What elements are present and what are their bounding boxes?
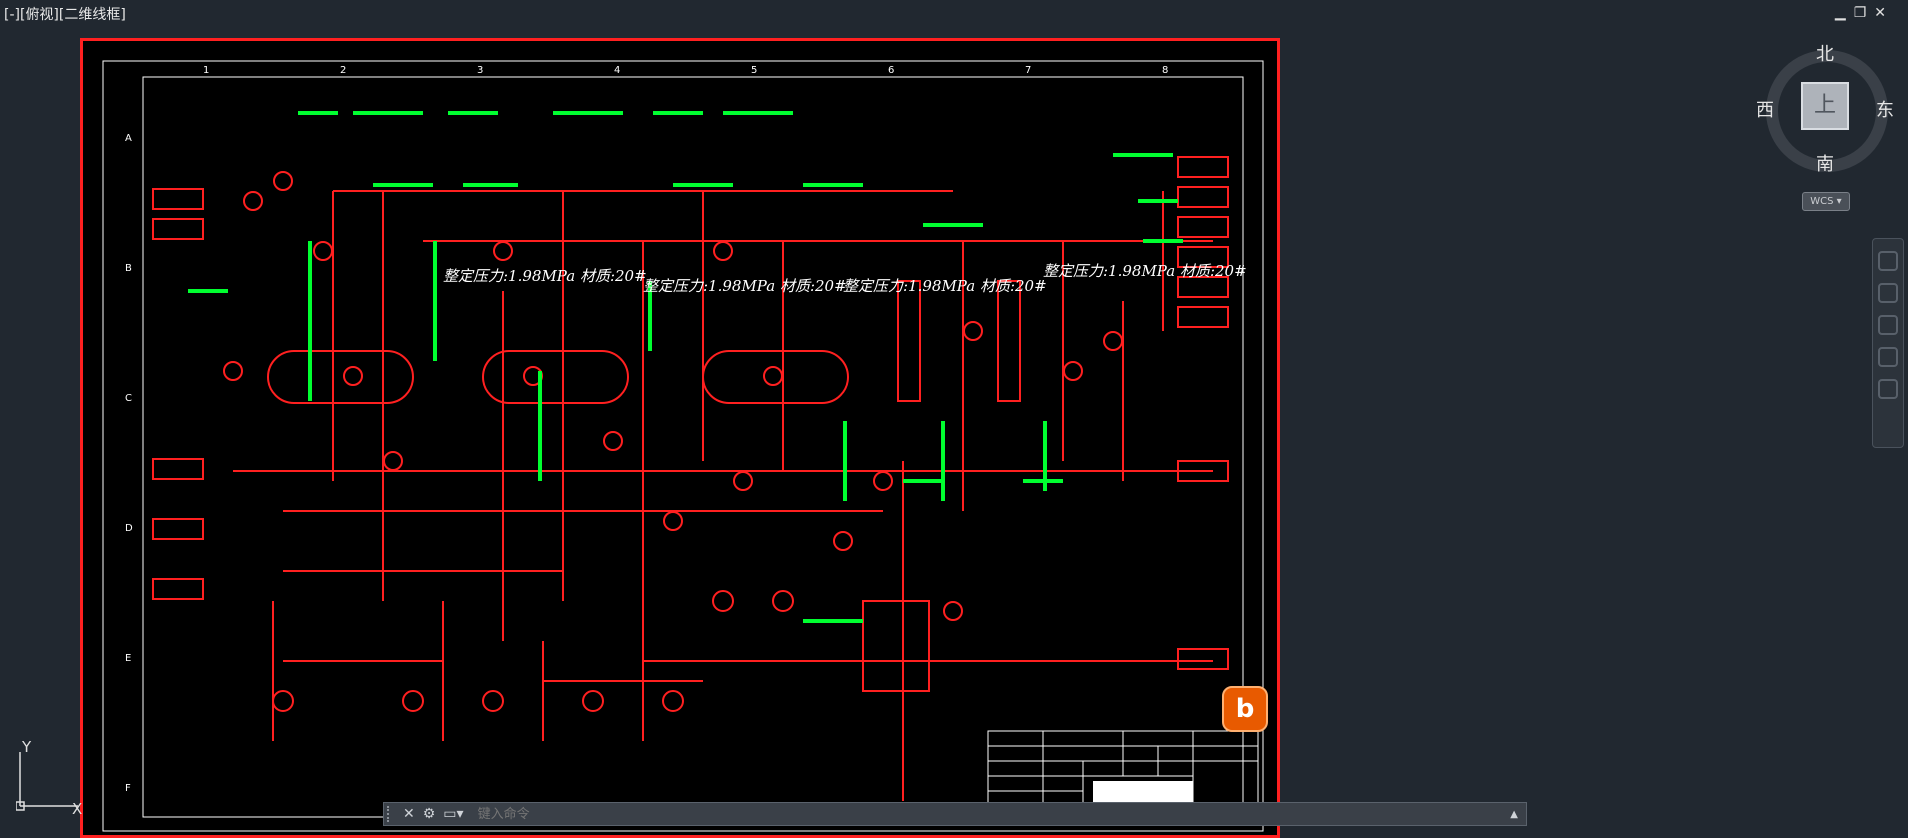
steering-wheel-icon[interactable] [1878, 251, 1898, 271]
viewport-window-controls: ▁ ❐ ✕ [1835, 6, 1886, 20]
minimize-icon[interactable]: ▁ [1834, 5, 1846, 21]
drawing-note-3: 整定压力:1.98MPa 材质:20# [843, 277, 1047, 295]
wrench-icon[interactable]: ⚙ [422, 806, 436, 822]
grid-column-label: 4 [614, 65, 620, 76]
command-input[interactable] [475, 805, 1511, 823]
drag-handle[interactable] [387, 806, 395, 822]
grid-row-label: D [125, 523, 133, 534]
drawing-note-4: 整定压力:1.98MPa 材质:20# [1043, 262, 1247, 280]
grid-row-label: F [125, 783, 131, 794]
restore-icon[interactable]: ❐ [1853, 5, 1867, 21]
command-line: ✕ ⚙ ▭▾ ▲ [383, 802, 1527, 826]
pid-diagram: 1 2 3 4 5 6 7 8 A B C D E F [102, 60, 1264, 832]
drawing-sheet[interactable]: 1 2 3 4 5 6 7 8 A B C D E F [80, 38, 1280, 838]
grid-row-label: C [125, 393, 132, 404]
orbit-icon[interactable] [1878, 347, 1898, 367]
compass-north[interactable]: 北 [1816, 44, 1834, 65]
grid-column-label: 8 [1162, 65, 1168, 76]
close-icon[interactable]: ✕ [403, 806, 415, 822]
grid-column-label: 3 [477, 65, 483, 76]
compass-west[interactable]: 西 [1756, 100, 1774, 121]
grid-column-label: 5 [751, 65, 757, 76]
wcs-menu[interactable]: WCS ▾ [1802, 192, 1850, 211]
grid-column-label: 2 [340, 65, 346, 76]
ucs-x-label: X [72, 800, 82, 818]
zoom-icon[interactable] [1878, 315, 1898, 335]
navigation-bar [1872, 238, 1904, 448]
grid-column-label: 6 [888, 65, 894, 76]
viewcube-top-face[interactable]: 上 [1801, 82, 1849, 130]
command-history-icon[interactable]: ▲ [1510, 808, 1518, 820]
grid-row-label: E [125, 653, 131, 664]
viewcube[interactable]: 上 北 西 东 南 [1754, 40, 1904, 180]
grid-column-label: 1 [203, 65, 209, 76]
showmotion-icon[interactable] [1878, 379, 1898, 399]
plugin-icon[interactable]: b [1222, 686, 1268, 732]
command-icon[interactable]: ▭▾ [443, 806, 464, 822]
pan-icon[interactable] [1878, 283, 1898, 303]
drawing-note-1: 整定压力:1.98MPa 材质:20# [443, 267, 647, 285]
grid-column-label: 7 [1025, 65, 1031, 76]
grid-row-label: B [125, 263, 132, 274]
drawing-note-2: 整定压力:1.98MPa 材质:20# [643, 277, 847, 295]
grid-row-label: A [125, 133, 132, 144]
compass-south[interactable]: 南 [1816, 154, 1834, 175]
close-icon[interactable]: ✕ [1874, 5, 1886, 21]
ucs-y-label: Y [21, 738, 32, 756]
viewport-label[interactable]: [-][俯视][二维线框] [4, 7, 126, 23]
compass-east[interactable]: 东 [1876, 100, 1894, 121]
ucs-icon: Y X [16, 738, 82, 818]
